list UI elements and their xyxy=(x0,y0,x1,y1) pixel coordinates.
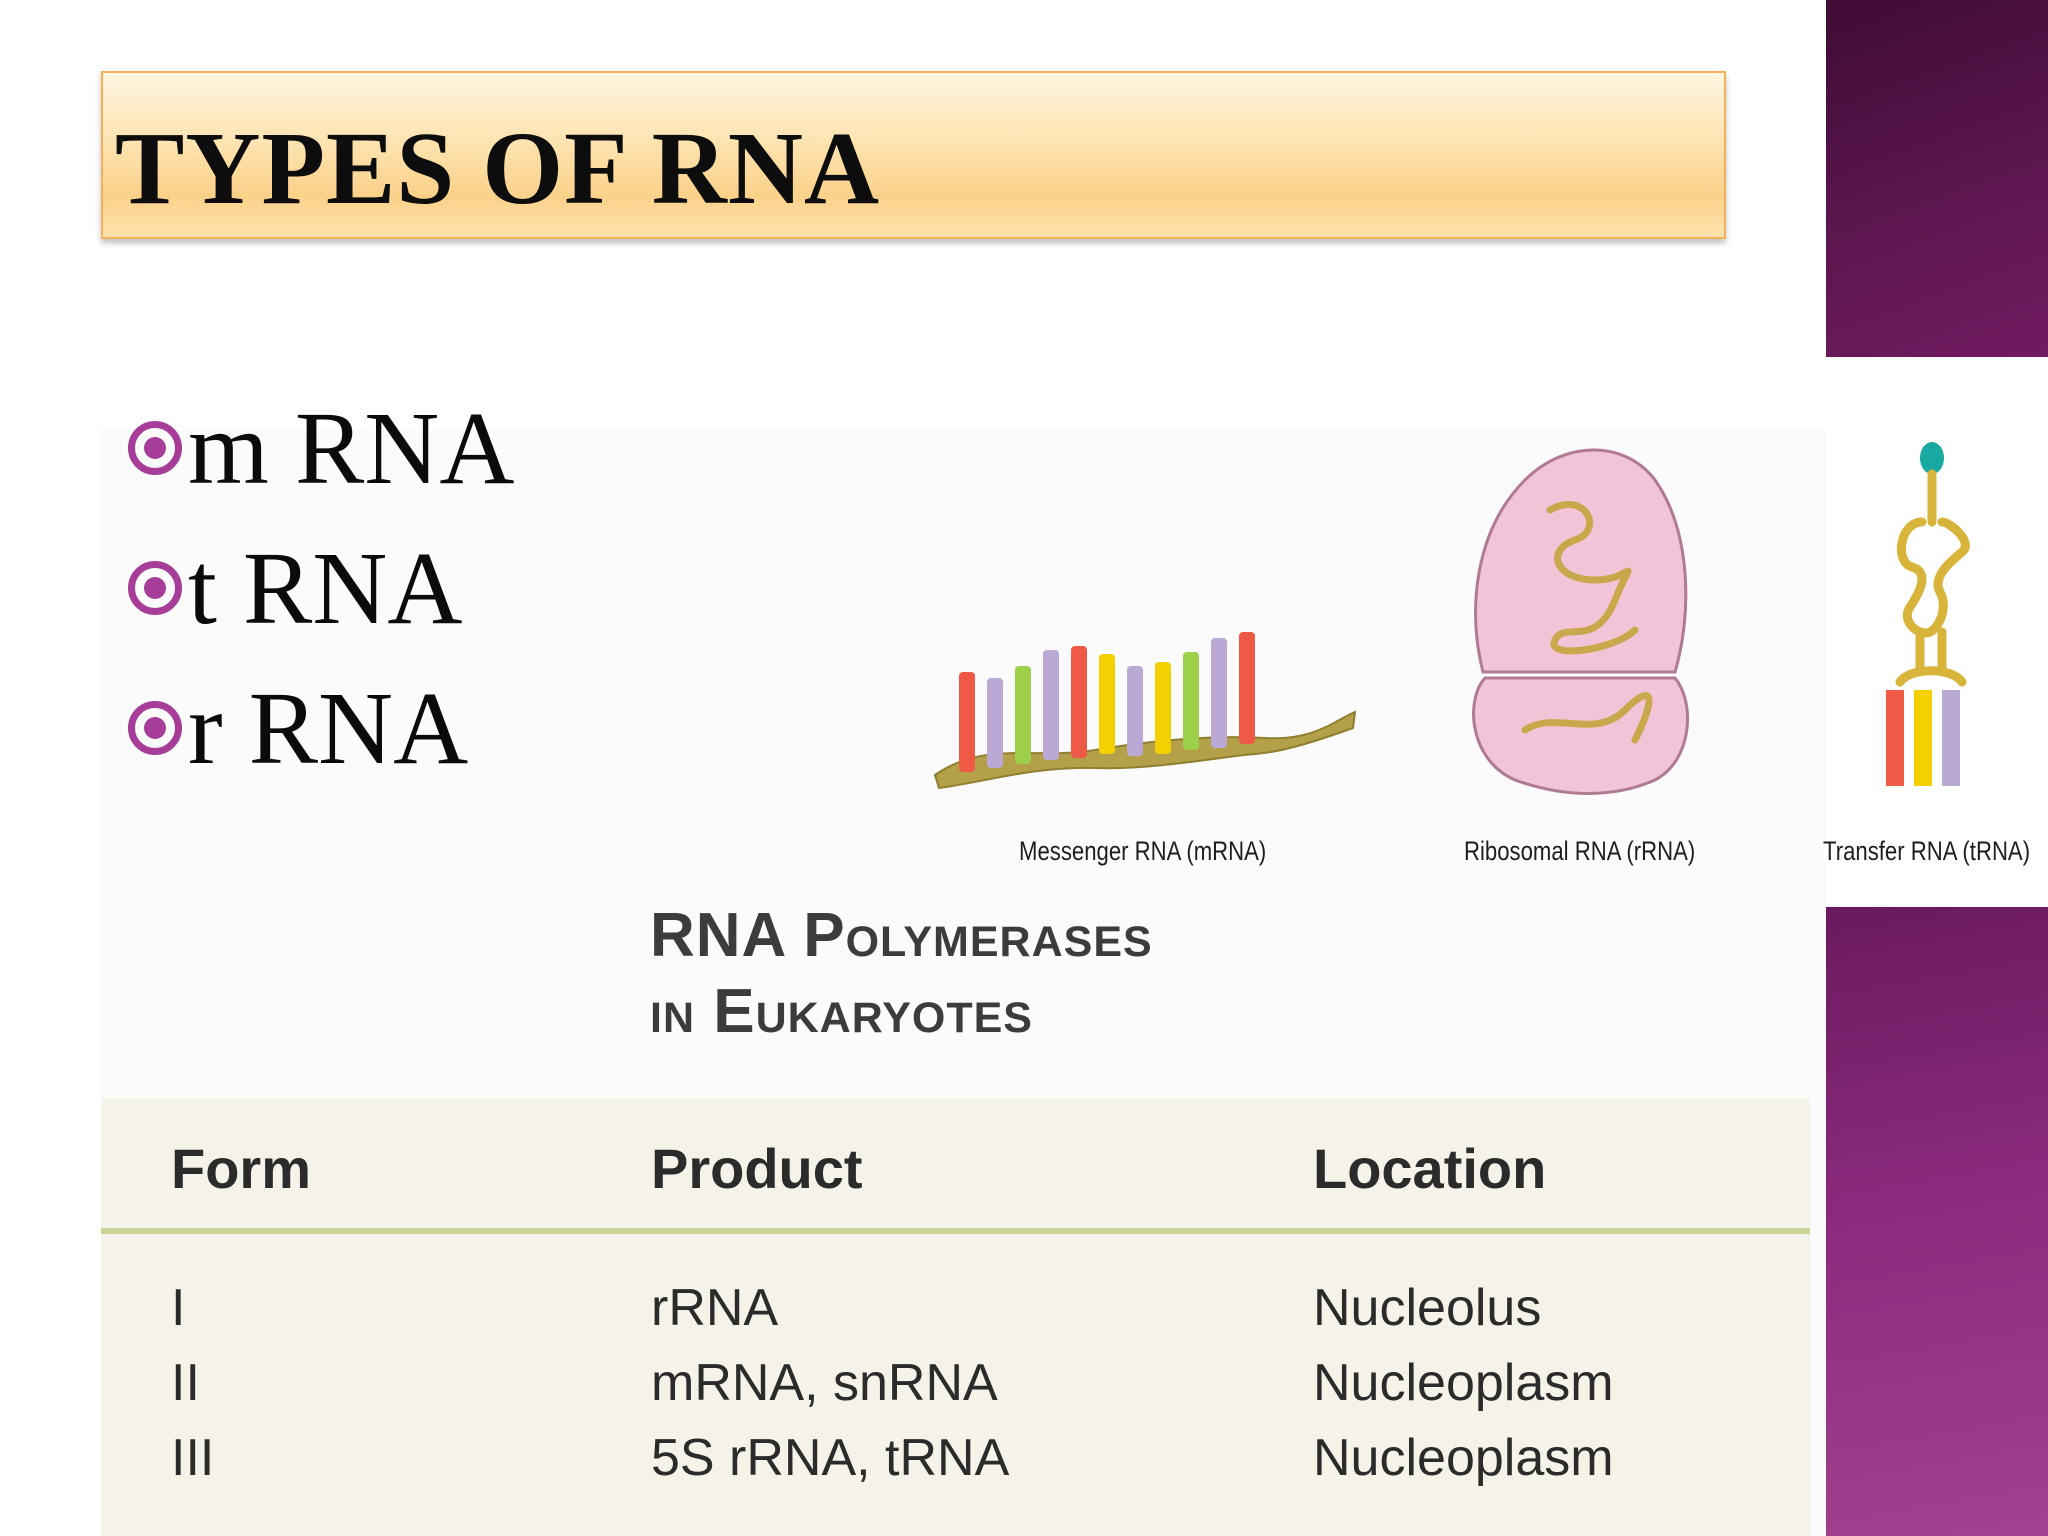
table-header-product: Product xyxy=(651,1137,863,1200)
table-cell-form: I xyxy=(171,1279,186,1337)
table-cell-product: rRNA xyxy=(651,1279,779,1337)
figure-heading: RNA Polymerases in Eukaryotes xyxy=(650,898,1153,1050)
bullet-item: m RNA xyxy=(128,378,514,518)
decorative-strip-top xyxy=(1826,0,2048,357)
figure-heading-line1: RNA Polymerases xyxy=(650,901,1153,970)
table-cell-location: Nucleoplasm xyxy=(1313,1354,1614,1412)
bullet-item: r RNA xyxy=(128,658,514,798)
bullet-list: m RNA t RNA r RNA xyxy=(128,378,514,798)
bullet-circle-icon xyxy=(128,701,182,755)
bullet-circle-icon xyxy=(128,421,182,475)
bullet-item: t RNA xyxy=(128,518,514,658)
table-cell-form: III xyxy=(171,1429,215,1487)
rrna-illustration xyxy=(1472,448,1690,795)
bullet-text: m RNA xyxy=(188,390,515,506)
table-cell-form: II xyxy=(171,1354,200,1412)
decorative-strip-bottom xyxy=(1826,907,2048,1536)
rrna-caption: Ribosomal RNA (rRNA) xyxy=(1464,836,1696,866)
title-banner: TYPES OF RNA xyxy=(101,71,1726,239)
trna-illustration xyxy=(1886,442,1970,786)
table-cell-product: mRNA, snRNA xyxy=(651,1354,998,1412)
slide-title: TYPES OF RNA xyxy=(115,111,881,226)
table-header-rule xyxy=(101,1228,1810,1234)
table-cell-location: Nucleolus xyxy=(1313,1279,1542,1337)
table-cell-product: 5S rRNA, tRNA xyxy=(651,1429,1010,1487)
mrna-caption: Messenger RNA (mRNA) xyxy=(1019,836,1267,866)
figure-heading-line2: in Eukaryotes xyxy=(650,977,1033,1046)
table-header-form: Form xyxy=(171,1137,311,1200)
bullet-circle-icon xyxy=(128,561,182,615)
table-cell-location: Nucleoplasm xyxy=(1313,1429,1614,1487)
polymerase-table: Form Product Location I rRNA Nucleolus I… xyxy=(101,1098,1810,1536)
mrna-illustration xyxy=(933,632,1357,790)
bullet-text: r RNA xyxy=(188,670,469,786)
bullet-text: t RNA xyxy=(188,530,463,646)
table-header-location: Location xyxy=(1313,1137,1547,1200)
trna-caption: Transfer RNA (tRNA) xyxy=(1823,836,2031,866)
